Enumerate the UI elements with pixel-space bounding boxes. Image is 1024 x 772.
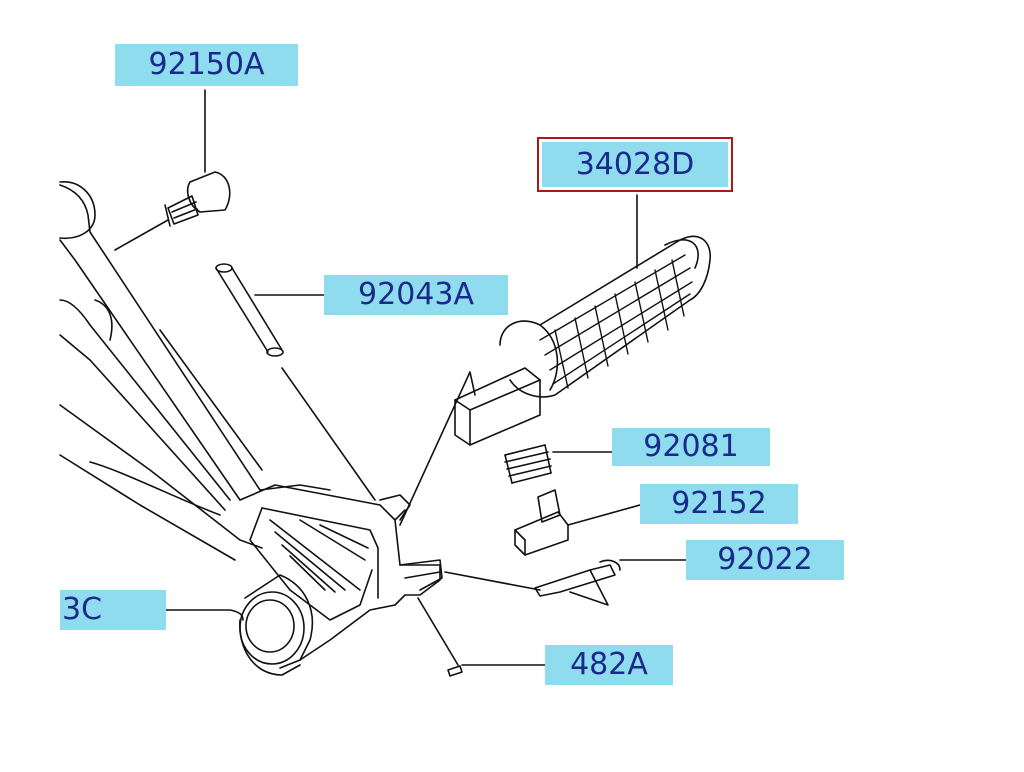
plate-92152 [514,489,641,556]
footrest-bracket [59,181,443,676]
assembly-lines [165,89,541,621]
spring-92081 [504,444,613,484]
pin-92043A [215,263,376,501]
callout-482A[interactable]: 482A [545,645,673,685]
callout-3C[interactable]: 3C [60,590,166,630]
footpeg-34028D [454,194,711,446]
callout-92150A[interactable]: 92150A [115,44,298,86]
callout-92043A[interactable]: 92043A [324,275,508,315]
bolt-92150A [114,171,231,251]
cotter-pin-482A [417,597,546,677]
callout-92081[interactable]: 92081 [612,428,770,466]
callout-34028D[interactable]: 34028D [537,137,733,192]
callout-92022[interactable]: 92022 [686,540,844,580]
callout-92152[interactable]: 92152 [640,484,798,524]
washer-92022 [534,559,687,606]
